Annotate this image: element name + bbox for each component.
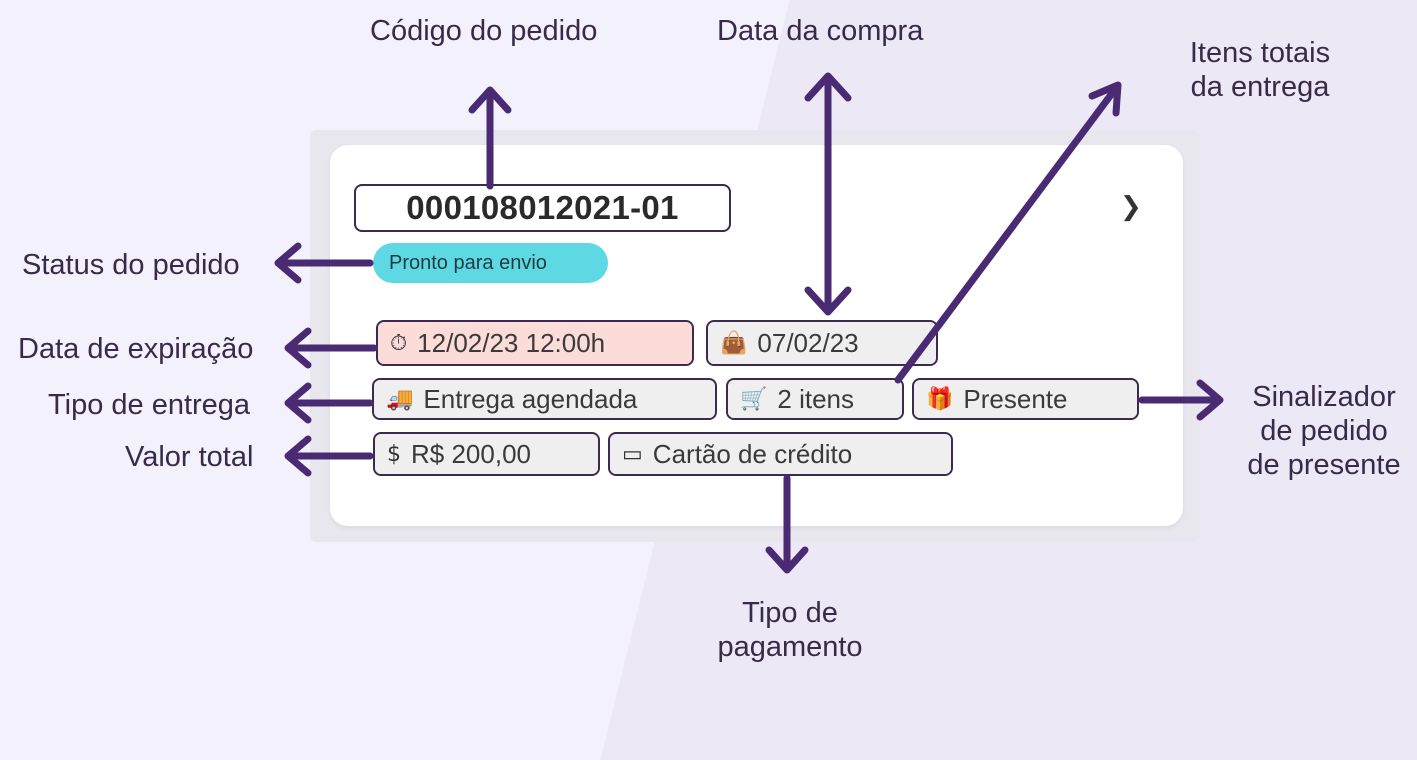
label-total: Valor total (125, 441, 254, 473)
delivery-type: Entrega agendada (423, 383, 638, 414)
arrowhead-total (284, 435, 312, 477)
arrowhead-items-total (1088, 81, 1122, 117)
label-items-total-line2: da entrega (1190, 71, 1330, 103)
shopping-bag-icon: 👜 (720, 330, 748, 356)
label-order-code: Código do pedido (370, 15, 598, 47)
chevron-right-icon[interactable]: ❯ (1120, 192, 1142, 222)
label-gift: Sinalizador de pedido de presente (1234, 380, 1414, 482)
cart-icon: 🛒 (740, 386, 768, 412)
status-badge: Pronto para envio (373, 243, 608, 283)
label-gift-line1: Sinalizador (1252, 381, 1396, 413)
arrowhead-payment (765, 546, 809, 574)
label-gift-line3: de presente (1247, 449, 1401, 481)
arrowhead-expiration (284, 327, 312, 369)
items-chip: 🛒 2 itens (726, 378, 904, 420)
label-status: Status do pedido (22, 249, 240, 281)
arrow-items-total (894, 84, 1120, 384)
arrowhead-order-code (468, 86, 512, 114)
label-payment-line2: pagamento (717, 631, 863, 663)
label-items-total-line1: Itens totais (1189, 37, 1331, 69)
purchase-date: 07/02/23 (757, 327, 859, 358)
arrowhead-purchase-date-bottom (804, 286, 852, 316)
purchase-date-chip: 👜 07/02/23 (706, 320, 938, 366)
label-payment-line1: Tipo de (742, 597, 838, 629)
label-expiration: Data de expiração (18, 333, 254, 365)
total-chip: $ R$ 200,00 (373, 432, 600, 476)
arrowhead-purchase-date-top (804, 72, 852, 102)
arrowhead-delivery-type (284, 382, 312, 424)
scheduled-delivery-truck-icon: 🚚 (386, 386, 414, 412)
label-payment: Tipo de pagamento (690, 596, 890, 664)
label-items-total: Itens totais da entrega (1170, 36, 1350, 104)
items-count: 2 itens (777, 383, 855, 414)
arrowhead-gift (1196, 379, 1224, 421)
arrowhead-status (274, 242, 302, 284)
total-value: R$ 200,00 (411, 438, 531, 469)
credit-card-icon: ▭ (622, 441, 643, 467)
payment-type: Cartão de crédito (652, 438, 853, 469)
order-code: 000108012021-01 (354, 184, 731, 232)
callout-arrows (274, 72, 1224, 574)
gift-icon: 🎁 (926, 386, 954, 412)
delivery-type-chip: 🚚 Entrega agendada (372, 378, 717, 420)
stopwatch-icon: ⏱ (390, 330, 408, 356)
gift-flag: Presente (963, 383, 1068, 414)
label-purchase-date: Data da compra (717, 15, 924, 47)
dollar-icon: $ (387, 441, 401, 467)
label-gift-line2: de pedido (1260, 415, 1388, 447)
gift-chip: 🎁 Presente (912, 378, 1139, 420)
label-delivery-type: Tipo de entrega (48, 389, 251, 421)
expiration-chip: ⏱ 12/02/23 12:00h (376, 320, 694, 366)
expiration-date: 12/02/23 12:00h (417, 327, 606, 358)
payment-chip: ▭ Cartão de crédito (608, 432, 953, 476)
